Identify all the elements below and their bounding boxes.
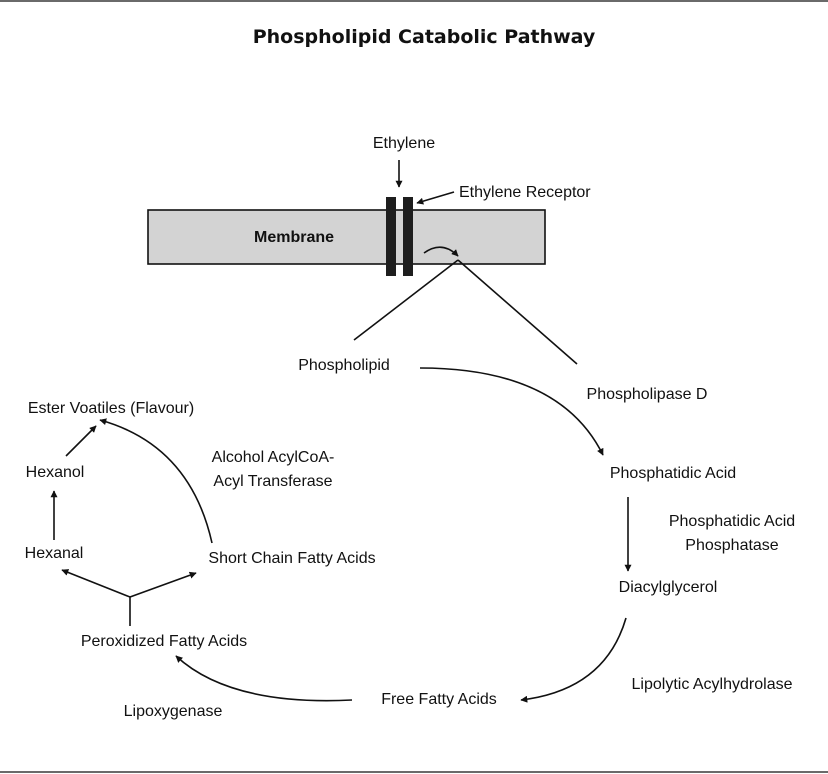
phospholipid-label: Phospholipid — [298, 357, 390, 374]
hexanol-label: Hexanol — [26, 464, 85, 481]
ethylene-label: Ethylene — [373, 135, 435, 152]
pa-phosphatase-label-line1: Phosphatidic Acid — [669, 513, 795, 530]
phospholipase-d-label: Phospholipase D — [587, 386, 708, 403]
receptor-signal-arrow — [423, 246, 459, 257]
aat-label-line2: Acyl Transferase — [213, 473, 332, 490]
free-fatty-acids-to-peroxidized-arrow — [175, 655, 353, 702]
cleavage-line-right — [457, 259, 578, 365]
diagram-title: Phospholipid Catabolic Pathway — [253, 26, 596, 48]
aat-label-line1: Alcohol AcylCoA- — [212, 449, 335, 466]
hexanol-to-ester-arrow — [65, 425, 97, 457]
membrane-bar — [147, 209, 546, 265]
split-to-short-chain-arrow — [129, 571, 197, 598]
split-to-hexanal-arrow — [61, 569, 131, 598]
ester-volatiles-label: Ester Voatiles (Flavour) — [28, 400, 194, 417]
hexanal-label: Hexanal — [25, 545, 84, 562]
ethylene-receptor-bar-left — [386, 197, 396, 276]
phospholipid-to-phosphatidic-acid-arrow — [419, 367, 604, 456]
peroxidized-fatty-acids-label: Peroxidized Fatty Acids — [81, 633, 247, 650]
membrane-label: Membrane — [254, 229, 334, 246]
free-fatty-acids-label: Free Fatty Acids — [381, 691, 497, 708]
short-chain-to-ester-arrow — [99, 418, 213, 544]
ethylene-receptor-arrow — [416, 191, 455, 205]
diacylglycerol-label: Diacylglycerol — [619, 579, 718, 596]
lipolytic-acylhydrolase-label: Lipolytic Acylhydrolase — [632, 676, 793, 693]
lipoxygenase-label: Lipoxygenase — [124, 703, 223, 720]
pa-phosphatase-label-line2: Phosphatase — [685, 537, 779, 554]
phosphatidic-acid-label: Phosphatidic Acid — [610, 465, 736, 482]
ethylene-receptor-bar-right — [403, 197, 413, 276]
short-chain-fatty-acids-label: Short Chain Fatty Acids — [208, 550, 375, 567]
diacylglycerol-to-free-fatty-acids-arrow — [520, 617, 627, 703]
ethylene-receptor-label: Ethylene Receptor — [459, 184, 591, 201]
cleavage-line-left — [353, 259, 459, 341]
